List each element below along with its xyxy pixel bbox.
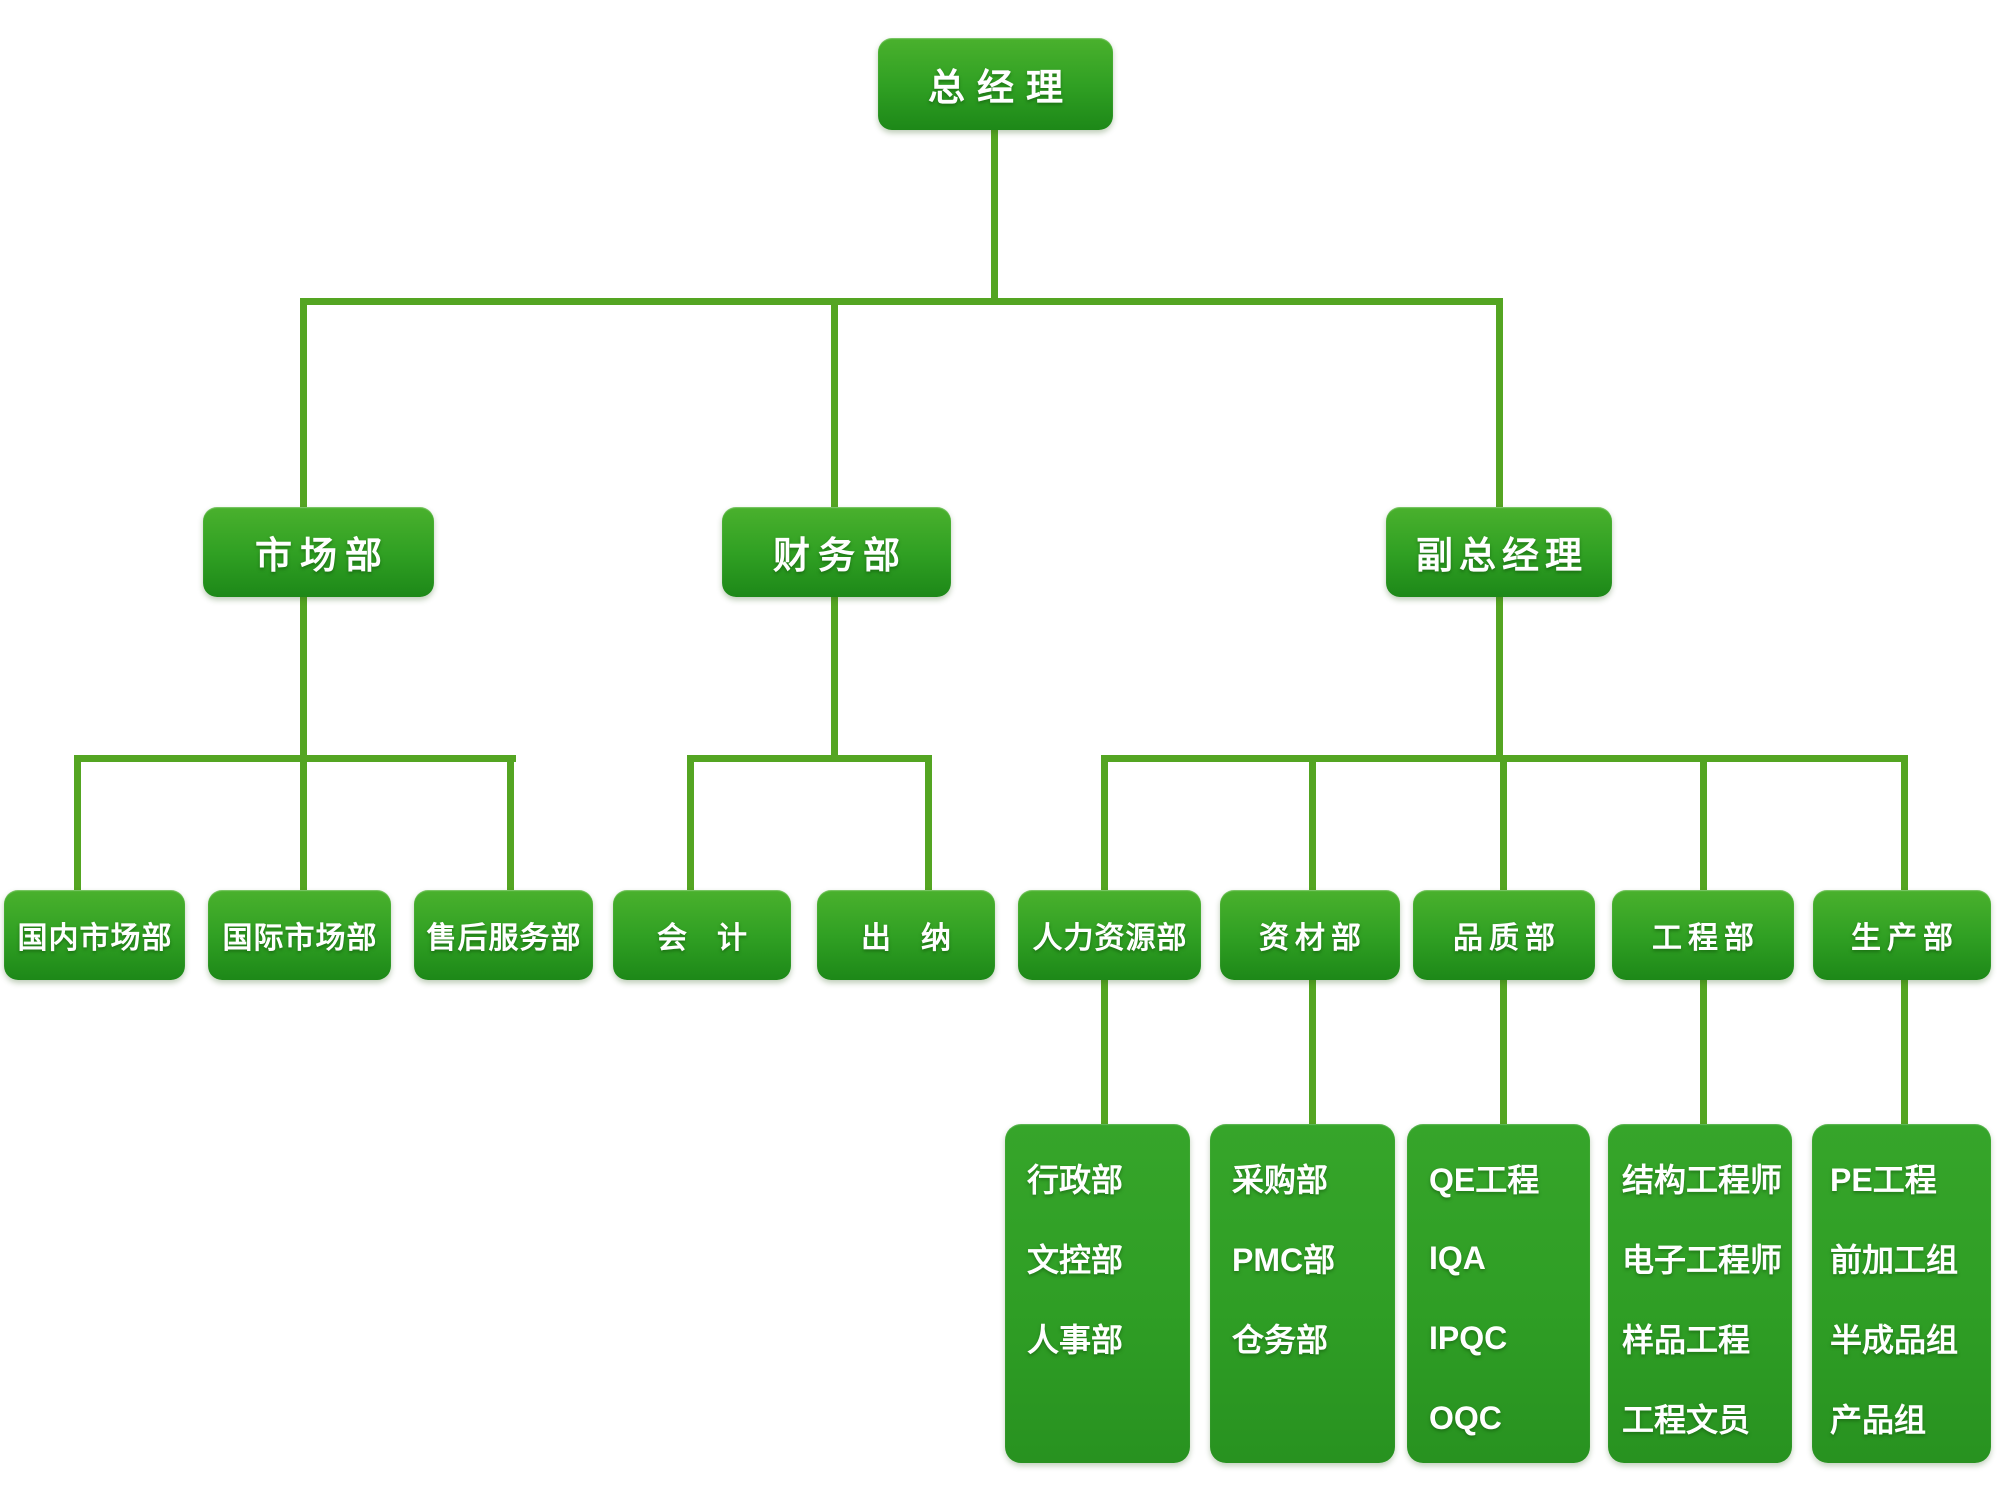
org-node-label: 工程部 [1652,922,1760,955]
connector-line [1700,978,1707,1128]
connector-line [1901,978,1908,1128]
connector-line [300,755,307,893]
org-node-engineering-dept: 工程部 [1612,890,1794,980]
org-node-label: 市场部 [255,535,390,576]
org-subunit: OQC [1429,1399,1502,1436]
org-node-label: 总经理 [928,67,1075,108]
org-node-general-manager: 总经理 [878,38,1113,130]
org-subunit: 样品工程 [1622,1322,1751,1358]
org-subunit: 行政部 [1027,1162,1124,1198]
org-subunit: IQA [1429,1239,1486,1276]
org-subunit: 前加工组 [1830,1242,1959,1278]
org-subunit: 结构工程师 [1622,1162,1783,1198]
connector-line [507,755,514,893]
connector-line [1309,755,1316,893]
org-node-label: 人力资源部 [1032,922,1188,955]
org-subunit: 文控部 [1027,1242,1124,1278]
org-node-deputy-general-manager: 副总经理 [1386,507,1612,597]
org-node-accounting: 会 计 [613,890,791,980]
org-node-quality-dept: 品质部 [1413,890,1595,980]
org-node-label: 资材部 [1259,922,1367,955]
connector-line [74,755,516,762]
org-subunit: 电子工程师 [1622,1242,1783,1278]
org-node-finance-dept: 财务部 [722,507,951,597]
connector-line [1101,978,1108,1128]
org-node-materials-dept: 资材部 [1220,890,1400,980]
org-subunit: PMC部 [1232,1242,1336,1278]
org-subunit: 人事部 [1027,1322,1124,1358]
connector-line [300,298,307,510]
org-panel-hr-subunits: 行政部 文控部 人事部 [1005,1124,1190,1463]
org-node-label: 售后服务部 [426,922,582,955]
connector-line [1500,755,1507,893]
org-node-label: 出 纳 [861,922,951,955]
org-node-production-dept: 生产部 [1813,890,1991,980]
connector-line [1496,594,1503,759]
connector-line [1309,978,1316,1128]
org-subunit: 工程文员 [1622,1402,1751,1438]
org-panel-production-subunits: PE工程 前加工组 半成品组 产品组 [1812,1124,1991,1463]
connector-line [831,298,838,510]
connector-line [1700,755,1707,893]
connector-line [74,755,81,893]
org-subunit: PE工程 [1830,1162,1937,1198]
org-node-cashier: 出 纳 [817,890,995,980]
org-subunit: 采购部 [1232,1162,1329,1198]
org-panel-engineering-subunits: 结构工程师 电子工程师 样品工程 工程文员 [1608,1124,1792,1463]
org-node-label: 国际市场部 [222,922,378,955]
connector-line [1500,978,1507,1128]
org-node-label: 副总经理 [1416,535,1588,576]
connector-line [687,755,694,893]
connector-line [1901,755,1908,893]
connector-line [687,755,932,762]
connector-line [991,128,998,303]
org-node-human-resources: 人力资源部 [1018,890,1201,980]
connector-line [831,594,838,759]
org-panel-quality-subunits: QE工程 IQA IPQC OQC [1407,1124,1590,1463]
org-node-after-sales-service: 售后服务部 [414,890,593,980]
org-subunit: IPQC [1429,1319,1508,1356]
org-node-international-marketing: 国际市场部 [208,890,391,980]
org-subunit: 半成品组 [1830,1322,1959,1358]
org-panel-materials-subunits: 采购部 PMC部 仓务部 [1210,1124,1395,1463]
org-subunit: 产品组 [1830,1402,1927,1438]
connector-line [300,594,307,759]
org-node-domestic-marketing: 国内市场部 [4,890,185,980]
connector-line [300,298,1503,305]
org-node-marketing-dept: 市场部 [203,507,434,597]
connector-line [1101,755,1108,893]
org-node-label: 国内市场部 [17,922,173,955]
org-subunit: QE工程 [1429,1162,1540,1198]
org-node-label: 会 计 [657,922,747,955]
org-node-label: 生产部 [1851,922,1959,955]
org-node-label: 品质部 [1453,922,1561,955]
connector-line [925,755,932,893]
org-subunit: 仓务部 [1232,1322,1329,1358]
connector-line [1496,298,1503,512]
org-node-label: 财务部 [773,535,908,576]
